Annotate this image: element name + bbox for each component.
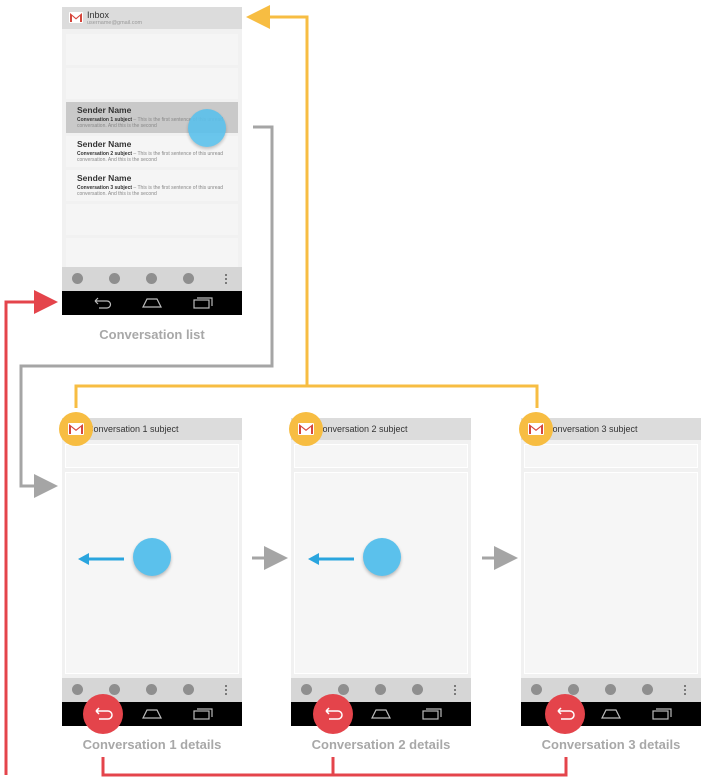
list-item-empty[interactable] <box>66 238 238 269</box>
caption-conversation-2-details: Conversation 2 details <box>311 737 451 752</box>
up-navigation-badge[interactable] <box>519 412 553 446</box>
back-navigation-line <box>101 757 568 777</box>
back-navigation-badge[interactable] <box>545 694 585 734</box>
tap-to-details-line <box>19 125 274 498</box>
overflow-menu-icon[interactable] <box>225 274 227 284</box>
up-navigation-to-inbox <box>246 5 309 386</box>
toolbar-action-icon[interactable] <box>531 684 542 695</box>
snippet-text: This is the first sentence of this unrea… <box>77 151 224 163</box>
swipe-left-arrowhead <box>308 553 319 565</box>
back-navigation-badge[interactable] <box>313 694 353 734</box>
action-bar: Conversation 3 subject <box>521 418 701 440</box>
toolbar-action-icon[interactable] <box>183 273 194 284</box>
toolbar-action-icon[interactable] <box>568 684 579 695</box>
list-item-conversation-3[interactable]: Sender Name Conversation 3 subject – Thi… <box>66 170 238 201</box>
gmail-m-icon[interactable] <box>69 12 83 23</box>
bottom-toolbar <box>521 678 701 702</box>
conversation-snippet: Conversation 3 subject – This is the fir… <box>77 185 224 197</box>
conversation-2-details-phone: Conversation 2 subject <box>291 418 471 726</box>
gmail-m-icon <box>298 423 314 435</box>
toolbar-action-icon[interactable] <box>375 684 386 695</box>
conversation-subject: Conversation 1 subject <box>77 117 133 123</box>
conversation-header-card <box>524 444 698 468</box>
system-nav-bar <box>62 291 242 315</box>
sender-name: Sender Name <box>77 173 132 183</box>
overflow-menu-icon[interactable] <box>684 685 686 695</box>
overflow-menu-icon[interactable] <box>454 685 456 695</box>
caption-conversation-3-details: Conversation 3 details <box>541 737 681 752</box>
recents-icon[interactable] <box>422 708 442 720</box>
toolbar-action-icon[interactable] <box>642 684 653 695</box>
back-arrow-icon <box>325 707 343 720</box>
recents-icon[interactable] <box>652 708 672 720</box>
conversation-header-card <box>294 444 468 468</box>
conversation-title: Conversation 2 subject <box>316 424 408 434</box>
touch-point-icon <box>133 538 171 576</box>
action-bar: Conversation 1 subject <box>62 418 242 440</box>
touch-point-icon <box>363 538 401 576</box>
toolbar-action-icon[interactable] <box>146 273 157 284</box>
toolbar-action-icon[interactable] <box>301 684 312 695</box>
toolbar-action-icon[interactable] <box>412 684 423 695</box>
conversation-3-details-phone: Conversation 3 subject <box>521 418 701 726</box>
account-email: username@gmail.com <box>87 20 143 26</box>
toolbar-action-icon[interactable] <box>605 684 616 695</box>
toolbar-action-icon[interactable] <box>72 273 83 284</box>
action-bar: Conversation 2 subject <box>291 418 471 440</box>
back-arrow-icon <box>557 707 575 720</box>
caption-conversation-list: Conversation list <box>99 327 205 342</box>
recents-icon[interactable] <box>193 297 213 309</box>
back-navigation-to-list <box>4 290 58 775</box>
back-arrow-icon <box>95 707 113 720</box>
conversation-snippet: Conversation 1 subject – This is the fir… <box>77 117 224 129</box>
list-item-empty[interactable] <box>66 34 238 65</box>
toolbar-action-icon[interactable] <box>72 684 83 695</box>
back-arrow-icon[interactable] <box>92 297 112 309</box>
home-icon[interactable] <box>601 708 621 720</box>
snippet-text: This is the first sentence of this unrea… <box>77 117 224 129</box>
home-icon[interactable] <box>371 708 391 720</box>
sender-name: Sender Name <box>77 139 132 149</box>
overflow-menu-icon[interactable] <box>225 685 227 695</box>
conversation-header-card <box>65 444 239 468</box>
conversation-subject: Conversation 2 subject <box>77 151 133 157</box>
home-icon[interactable] <box>142 297 162 309</box>
list-item-empty[interactable] <box>66 204 238 235</box>
conversation-title: Conversation 1 subject <box>87 424 179 434</box>
list-item-empty[interactable] <box>66 68 238 99</box>
message-body-card <box>524 472 698 674</box>
gmail-m-icon <box>528 423 544 435</box>
caption-conversation-1-details: Conversation 1 details <box>82 737 222 752</box>
swipe-left-arrowhead <box>78 553 89 565</box>
toolbar-action-icon[interactable] <box>109 273 120 284</box>
action-bar: Inbox username@gmail.com <box>62 7 242 29</box>
sender-name: Sender Name <box>77 105 132 115</box>
conversation-1-details-phone: Conversation 1 subject <box>62 418 242 726</box>
conversation-subject: Conversation 3 subject <box>77 185 133 191</box>
inbox-title: Inbox <box>87 10 110 20</box>
back-navigation-badge[interactable] <box>83 694 123 734</box>
conversation-title: Conversation 3 subject <box>546 424 638 434</box>
conversation-snippet: Conversation 2 subject – This is the fir… <box>77 151 224 163</box>
home-icon[interactable] <box>142 708 162 720</box>
bottom-toolbar <box>291 678 471 702</box>
toolbar-action-icon[interactable] <box>183 684 194 695</box>
snippet-text: This is the first sentence of this unrea… <box>77 185 224 197</box>
toolbar-action-icon[interactable] <box>109 684 120 695</box>
toolbar-action-icon[interactable] <box>338 684 349 695</box>
gmail-m-icon <box>68 423 84 435</box>
up-navigation-badge[interactable] <box>289 412 323 446</box>
toolbar-action-icon[interactable] <box>146 684 157 695</box>
bottom-toolbar <box>62 267 242 291</box>
touch-point-icon <box>188 109 226 147</box>
up-navigation-badge[interactable] <box>59 412 93 446</box>
recents-icon[interactable] <box>193 708 213 720</box>
